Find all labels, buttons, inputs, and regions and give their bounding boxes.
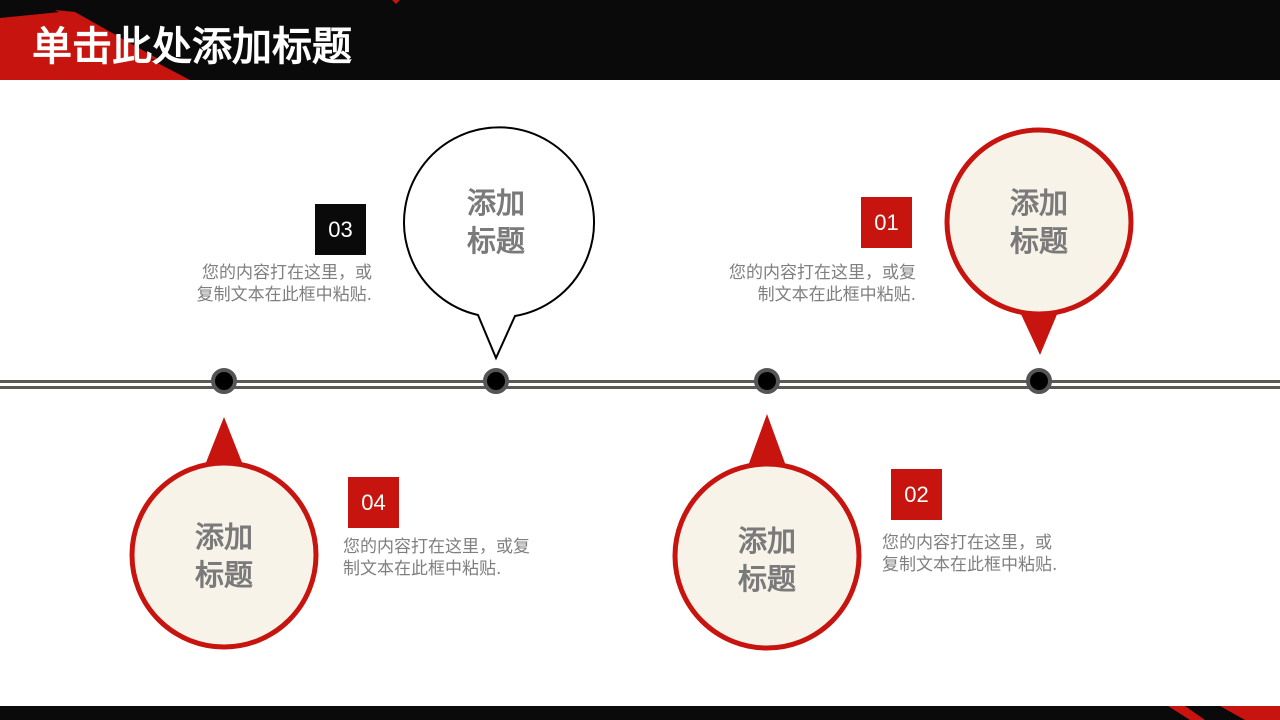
footer-bar bbox=[0, 706, 1280, 720]
desc-line: 复制文本在此框中粘贴. bbox=[196, 285, 372, 305]
step-number-01: 01 bbox=[861, 197, 912, 248]
step-label-04[interactable]: 添加标题 bbox=[164, 518, 284, 594]
desc-line: 制文本在此框中粘贴. bbox=[757, 285, 916, 305]
step-desc-03[interactable]: 您的内容打在这里，或复制文本在此框中粘贴. bbox=[132, 262, 372, 306]
label-line: 添加 bbox=[1009, 186, 1068, 220]
step-desc-02[interactable]: 您的内容打在这里，或复制文本在此框中粘贴. bbox=[882, 532, 1122, 576]
header-red-stroke bbox=[0, 12, 190, 80]
step-number-03: 03 bbox=[315, 204, 366, 255]
step-label-03[interactable]: 添加标题 bbox=[436, 184, 556, 260]
step-label-01[interactable]: 添加标题 bbox=[979, 184, 1099, 260]
label-line: 标题 bbox=[466, 224, 525, 258]
desc-line: 您的内容打在这里，或复 bbox=[729, 263, 916, 283]
desc-line: 复制文本在此框中粘贴. bbox=[882, 555, 1058, 575]
footer-red-stroke bbox=[1220, 706, 1280, 720]
slide-title[interactable]: 单击此处添加标题 bbox=[32, 24, 352, 70]
label-line: 标题 bbox=[737, 562, 796, 596]
step-desc-01[interactable]: 您的内容打在这里，或复制文本在此框中粘贴. bbox=[676, 262, 916, 306]
step-number-04: 04 bbox=[348, 477, 399, 528]
bubble-03 bbox=[403, 126, 595, 361]
desc-line: 您的内容打在这里，或 bbox=[882, 533, 1052, 553]
desc-line: 您的内容打在这里，或 bbox=[202, 263, 372, 283]
label-line: 标题 bbox=[194, 558, 253, 592]
bubble-02 bbox=[672, 414, 862, 651]
timeline-dots bbox=[211, 368, 1052, 394]
desc-line: 您的内容打在这里，或复 bbox=[343, 537, 530, 557]
label-line: 添加 bbox=[194, 520, 253, 554]
label-line: 添加 bbox=[466, 186, 525, 220]
step-label-02[interactable]: 添加标题 bbox=[707, 522, 827, 598]
label-line: 添加 bbox=[737, 524, 796, 558]
bubble-01 bbox=[944, 127, 1134, 355]
timeline-line bbox=[0, 380, 1280, 389]
label-line: 标题 bbox=[1009, 224, 1068, 258]
header-bar bbox=[0, 0, 1280, 80]
desc-line: 制文本在此框中粘贴. bbox=[343, 559, 502, 579]
step-number-02: 02 bbox=[891, 469, 942, 520]
step-desc-04[interactable]: 您的内容打在这里，或复制文本在此框中粘贴. bbox=[343, 536, 583, 580]
bubble-04 bbox=[129, 417, 319, 650]
